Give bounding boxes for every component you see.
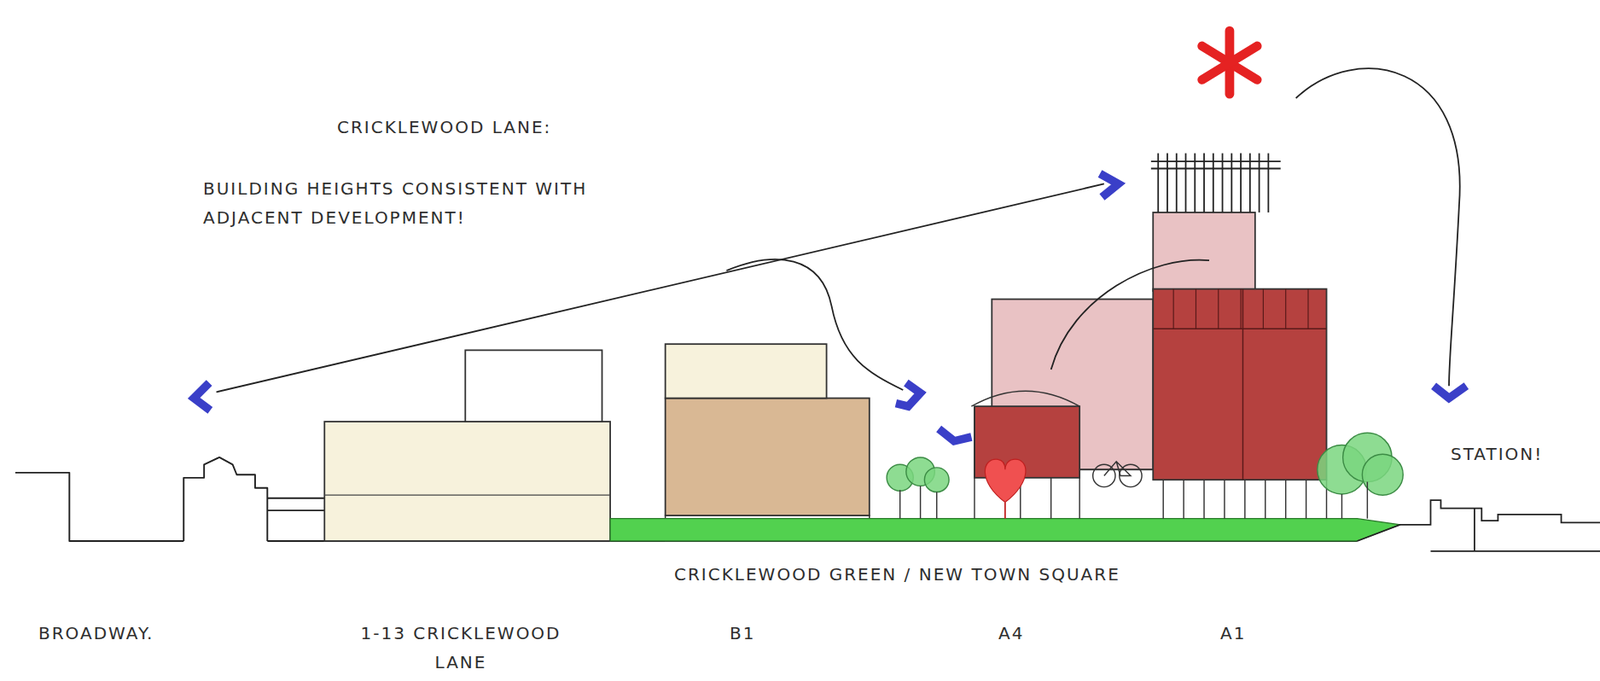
building-b1 [665, 398, 870, 517]
building-label: B1 [729, 618, 798, 648]
building-label: 1-13 CRICKLEWOOD LANE [332, 618, 589, 677]
building-label: A4 [998, 618, 1067, 648]
green-square [610, 518, 1401, 542]
green-label: CRICKLEWOOD GREEN / NEW TOWN SQUARE [674, 559, 1204, 589]
street-name: CRICKLEWOOD LANE: [337, 112, 679, 142]
building-label: BROADWAY. [38, 618, 210, 648]
building-a1 [1152, 212, 1256, 291]
building-1-13 [324, 421, 611, 542]
building-label: A1 [1220, 618, 1289, 648]
design-note: BUILDING HEIGHTS CONSISTENT WITH ADJACEN… [203, 174, 681, 233]
station-label: STATION! [1450, 439, 1596, 469]
